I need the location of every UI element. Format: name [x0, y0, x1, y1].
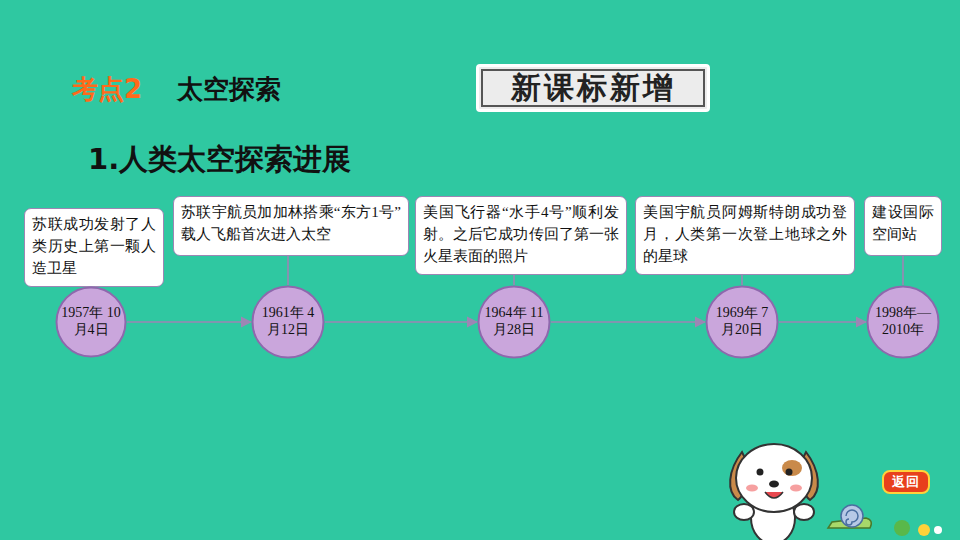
circle-shape — [707, 287, 778, 358]
event-box: 苏联成功发射了人类历史上第一颗人造卫星 — [24, 208, 164, 287]
node-text: 1957年 10月4日 — [58, 305, 124, 339]
date-circle: 1957年 10月4日 — [55, 286, 127, 358]
leader-line — [741, 275, 743, 285]
node-text: 返回 — [892, 473, 920, 491]
node-text: 1969年 7月20日 — [709, 305, 775, 339]
event-box: 建设国际空间站 — [864, 196, 942, 256]
node-text: 建设国际空间站 — [872, 202, 934, 246]
circle-shape — [253, 287, 324, 358]
timeline-arrow — [779, 321, 866, 323]
event-box: 苏联宇航员加加林搭乘“东方1号”载人飞船首次进入太空 — [173, 196, 409, 256]
badge-box: 新课标新增 — [476, 64, 710, 112]
node-text: 新课标新增 — [511, 68, 676, 109]
leader-line — [287, 256, 289, 285]
date-circle: 1964年 11月28日 — [477, 285, 551, 359]
timeline-arrow — [325, 321, 477, 323]
leader-line — [902, 256, 904, 285]
node-text: 苏联宇航员加加林搭乘“东方1号”载人飞船首次进入太空 — [181, 202, 401, 246]
node-text: 美国飞行器“水手4号”顺利发射。之后它成功传回了第一张火星表面的照片 — [423, 202, 619, 267]
dog-illustration — [730, 444, 818, 540]
node-text: 苏联成功发射了人类历史上第一颗人造卫星 — [32, 214, 156, 279]
node-text: 1998年— 2010年 — [870, 305, 936, 339]
circle-shape — [479, 287, 550, 358]
node-text: 美国宇航员阿姆斯特朗成功登月，人类第一次登上地球之外的星球 — [643, 202, 847, 267]
date-circle: 1998年— 2010年 — [866, 285, 940, 359]
title: 太空探索 — [177, 72, 281, 107]
section-heading: 1.人类太空探索进展 — [88, 140, 351, 180]
return-button: 返回 — [882, 470, 930, 494]
snail — [828, 505, 942, 536]
circle-shape — [57, 288, 126, 357]
topic-number: 考点2 — [72, 72, 142, 107]
circle-shape — [868, 287, 939, 358]
node-text: 1961年 4月12日 — [255, 305, 321, 339]
event-box: 美国飞行器“水手4号”顺利发射。之后它成功传回了第一张火星表面的照片 — [415, 196, 627, 275]
timeline-arrow — [551, 321, 705, 323]
leader-line — [513, 275, 515, 285]
node-text: 1964年 11月28日 — [481, 305, 547, 339]
date-circle: 1969年 7月20日 — [705, 285, 779, 359]
date-circle: 1961年 4月12日 — [251, 285, 325, 359]
event-box: 美国宇航员阿姆斯特朗成功登月，人类第一次登上地球之外的星球 — [635, 196, 855, 275]
timeline-arrow — [127, 321, 251, 323]
